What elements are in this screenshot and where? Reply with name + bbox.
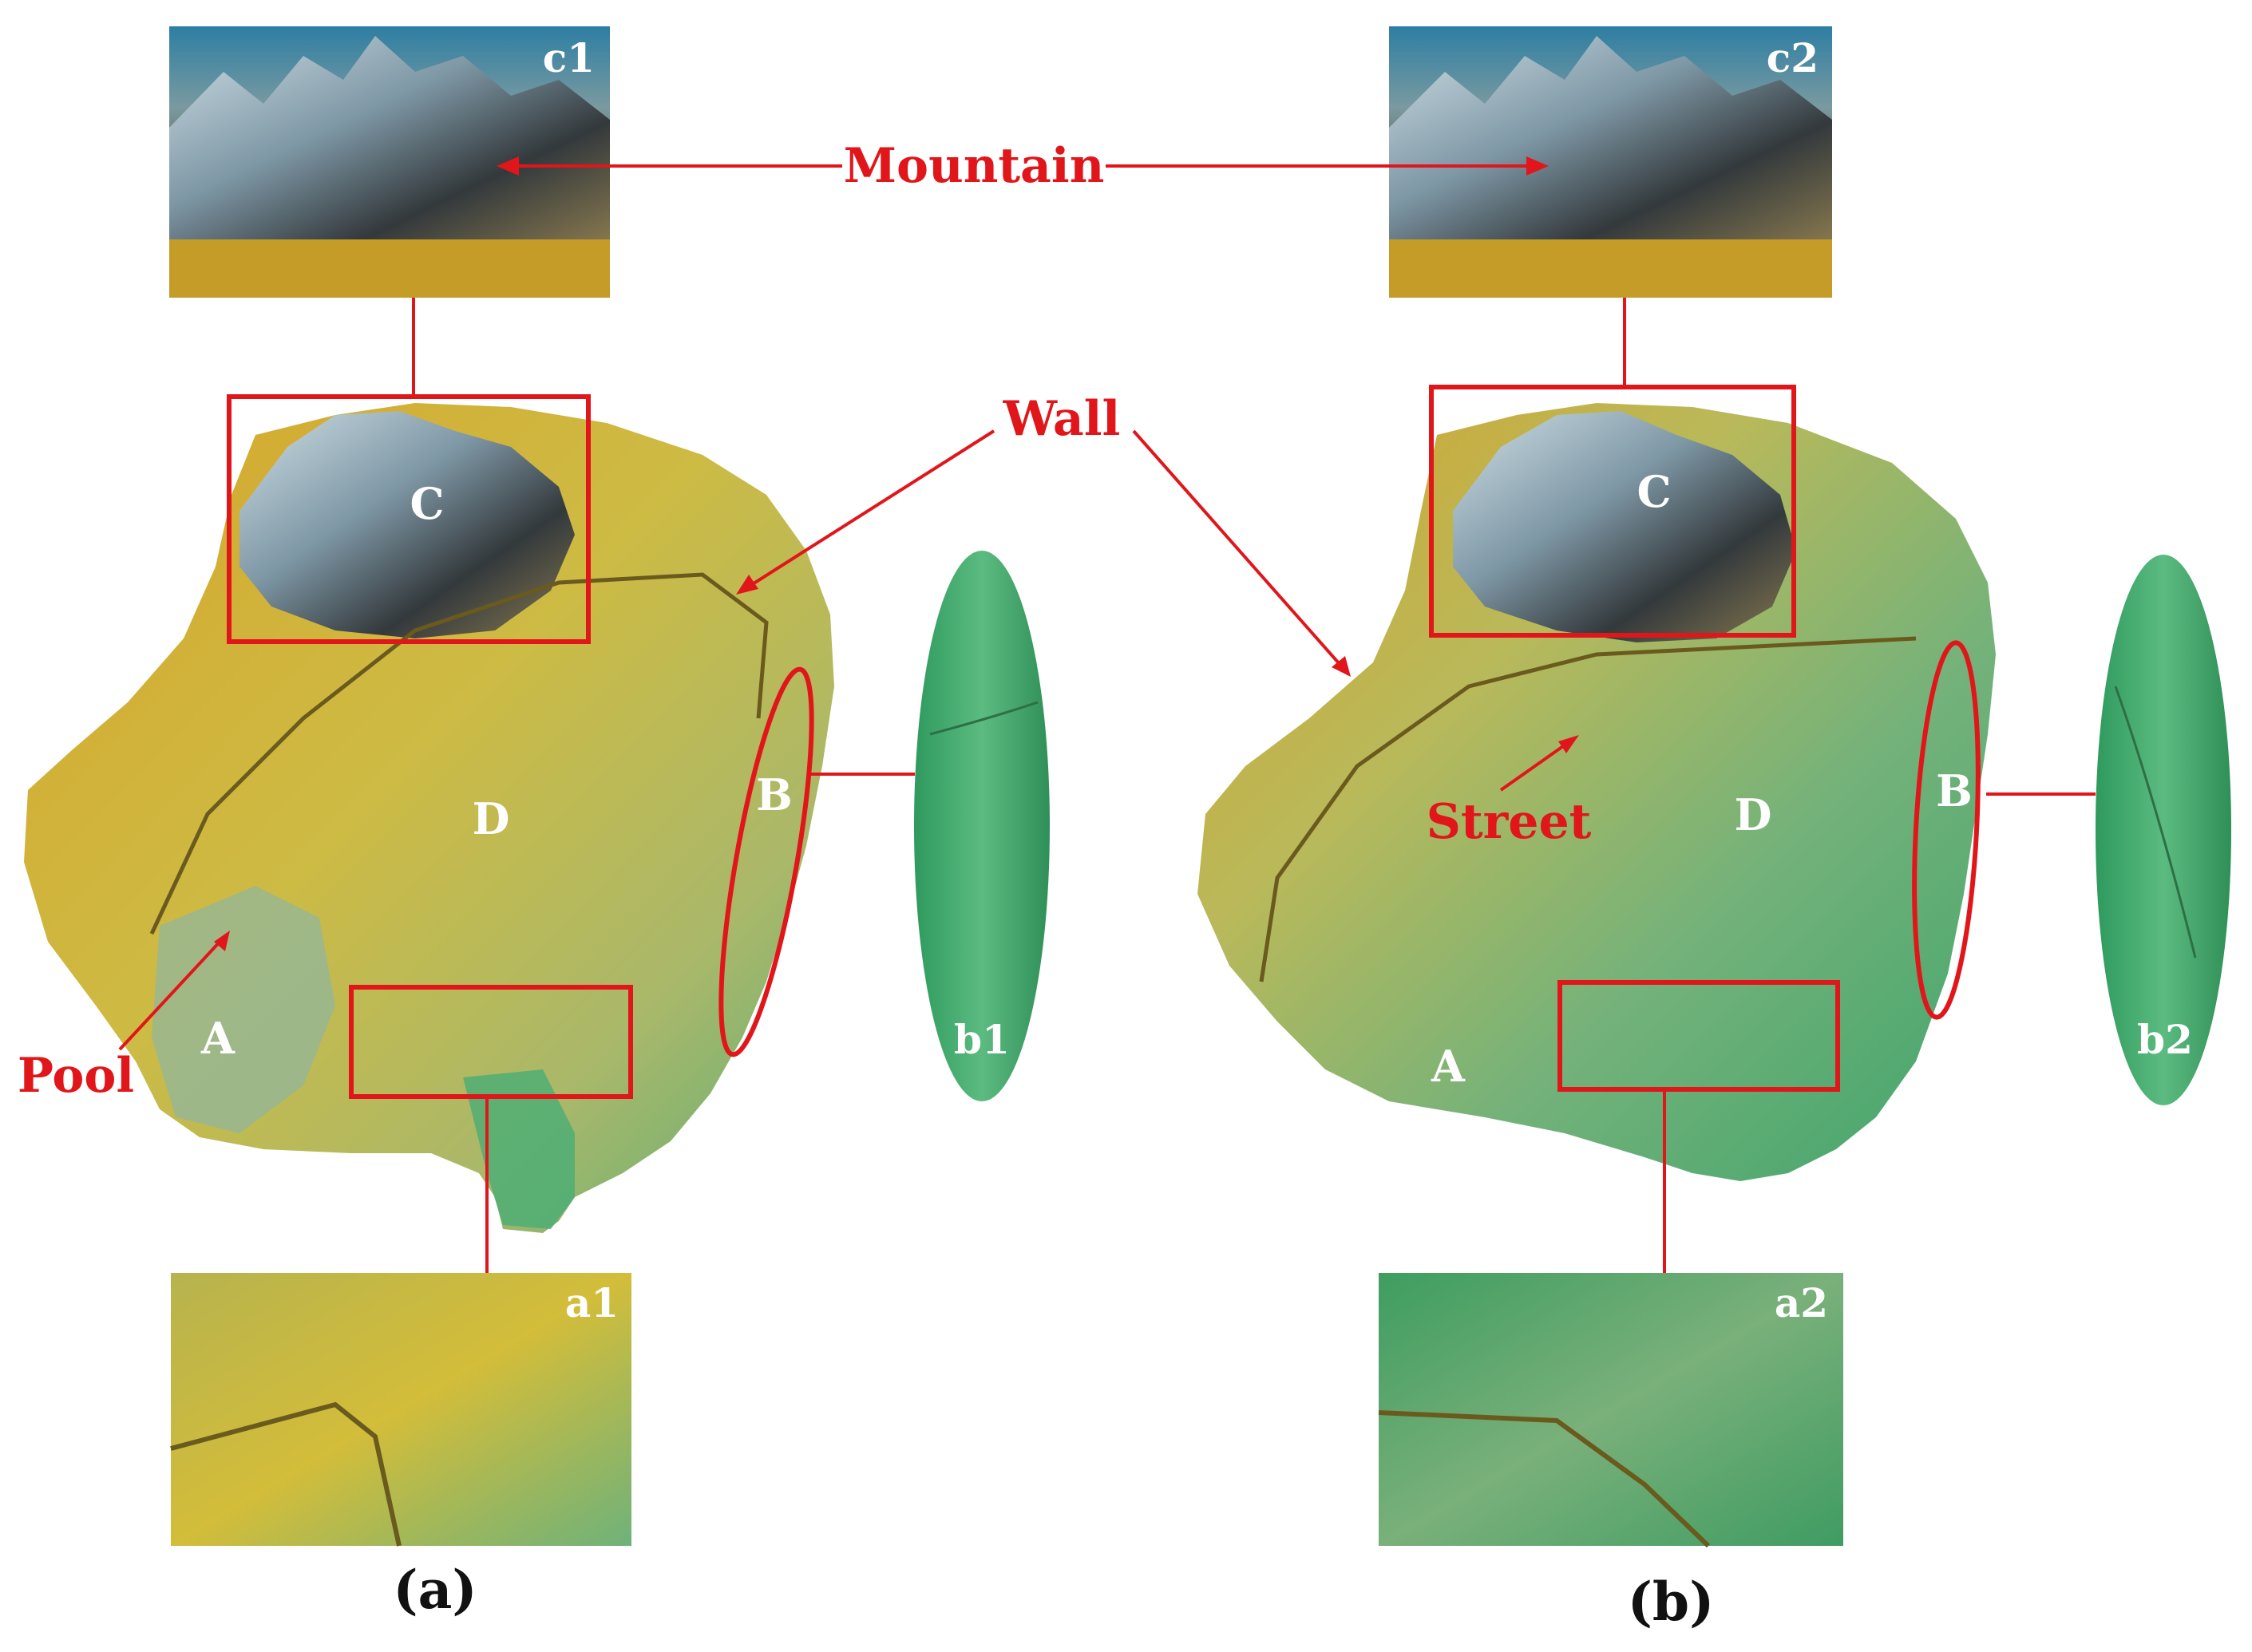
inset-a2 bbox=[1379, 1273, 1843, 1546]
wall-arrow-left bbox=[741, 429, 995, 592]
highlight-ellipse-b-a bbox=[718, 666, 814, 1057]
mountain-arrowhead-right bbox=[1526, 156, 1549, 176]
pool-arrow bbox=[118, 936, 225, 1051]
inset-a1 bbox=[171, 1273, 631, 1546]
annotations: Mountain Wall Pool Street bbox=[18, 138, 1592, 1104]
region-label-d-b: D bbox=[1735, 789, 1772, 840]
wall-label: Wall bbox=[1003, 391, 1121, 447]
mountain-b bbox=[1453, 411, 1796, 642]
region-label-c-b: C bbox=[1637, 466, 1672, 517]
region-label-d: D bbox=[473, 793, 510, 844]
region-label-b: B bbox=[756, 769, 793, 820]
city-wall-b bbox=[1259, 636, 1917, 982]
inset-a2-wall bbox=[1378, 1410, 1711, 1548]
region-label-c: C bbox=[410, 478, 445, 529]
inset-label-b1: b1 bbox=[954, 1016, 1010, 1063]
inset-b2 bbox=[2096, 555, 2231, 1105]
street-arrowhead bbox=[1558, 735, 1579, 753]
street-arrow bbox=[1499, 739, 1573, 792]
inset-c2-peaks bbox=[1389, 36, 1832, 247]
caption-a: (a) bbox=[393, 1559, 477, 1621]
pool-label: Pool bbox=[18, 1048, 134, 1104]
highlight-box-a-a bbox=[349, 985, 633, 1099]
city-wall-a bbox=[149, 572, 769, 935]
panel-a: C B D A c1 b1 a1 (a) bbox=[24, 26, 1050, 1621]
wall-arrowhead-right bbox=[1332, 656, 1351, 677]
panel-b: C B D A c2 b2 a2 (b) bbox=[1197, 26, 2231, 1633]
inset-b1 bbox=[914, 551, 1050, 1101]
wall-arrowhead-left bbox=[736, 575, 758, 595]
inset-label-a1: a1 bbox=[565, 1279, 619, 1326]
mountain-a bbox=[239, 411, 575, 638]
inset-a1-wall bbox=[170, 1401, 402, 1547]
pool-arrowhead bbox=[214, 931, 230, 951]
street-label: Street bbox=[1427, 794, 1592, 850]
inset-label-a2: a2 bbox=[1775, 1279, 1828, 1326]
mountain-arrowhead-left bbox=[497, 156, 519, 176]
highlight-box-c-a bbox=[227, 394, 591, 644]
region-label-a-b: A bbox=[1431, 1041, 1466, 1092]
mountain-label: Mountain bbox=[844, 138, 1105, 194]
highlight-box-c-b bbox=[1429, 385, 1796, 638]
caption-b: (b) bbox=[1628, 1571, 1715, 1633]
inset-c1-foothills bbox=[169, 239, 610, 298]
inset-label-c1: c1 bbox=[543, 34, 595, 81]
inset-label-c2: c2 bbox=[1767, 34, 1819, 81]
region-label-b-b: B bbox=[1936, 765, 1973, 816]
wall-arrow-right bbox=[1132, 429, 1347, 672]
highlight-box-a-b bbox=[1557, 980, 1840, 1092]
region-label-a: A bbox=[200, 1013, 235, 1064]
inset-c2-foothills bbox=[1389, 239, 1832, 298]
highlight-ellipse-b-b bbox=[1912, 640, 1981, 1020]
inset-label-b2: b2 bbox=[2137, 1016, 2193, 1063]
inset-b1-path bbox=[929, 701, 1039, 736]
green-strip-a bbox=[463, 1069, 575, 1229]
inset-b2-path bbox=[2114, 686, 2197, 958]
inset-c1-peaks bbox=[169, 36, 610, 247]
low-area-a bbox=[152, 886, 335, 1133]
